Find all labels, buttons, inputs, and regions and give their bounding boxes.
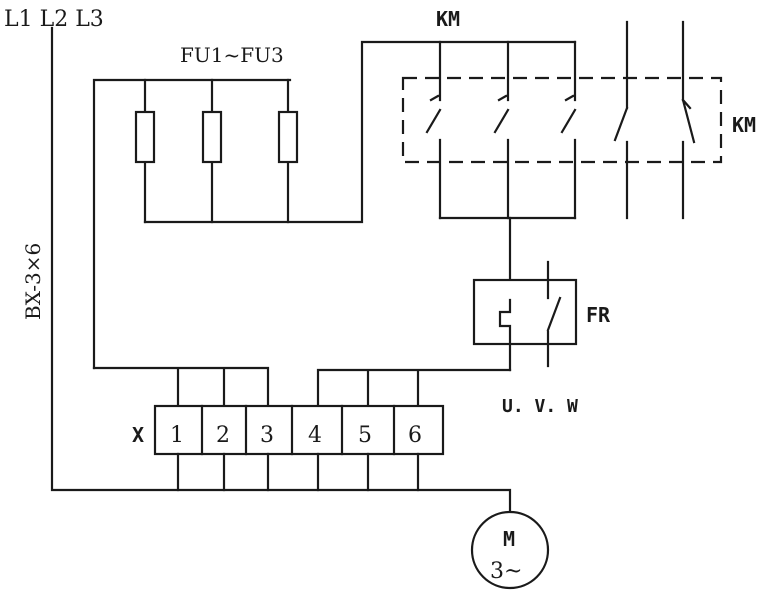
relay-label: FR — [586, 303, 611, 327]
supply-line — [50, 26, 512, 514]
supply-label: L1 L2 L3 — [4, 7, 104, 32]
terminal-block-x: 1 2 3 4 5 6 — [153, 404, 445, 456]
cable-label: BX-3×6 — [21, 243, 45, 320]
fuse-2 — [201, 110, 223, 164]
relay-box — [472, 278, 578, 346]
heater-element — [498, 298, 512, 372]
fuse-feed-bus — [92, 366, 270, 408]
relay-contact — [546, 260, 562, 368]
terminal-bottom-right-wires — [316, 452, 420, 492]
terminal-5: 5 — [358, 423, 372, 448]
terminal-3: 3 — [260, 423, 274, 448]
terminal-block-label: X — [132, 423, 144, 447]
terminal-2: 2 — [216, 423, 230, 448]
terminal-6: 6 — [408, 423, 422, 448]
fuse-1 — [134, 110, 156, 164]
motor-label-phase: 3~ — [490, 559, 522, 584]
motor-label-m: M — [503, 527, 515, 551]
terminal-bottom-left-wires — [176, 452, 270, 492]
contactor-km — [401, 20, 723, 220]
contactor-dashed-frame — [401, 76, 723, 164]
motor-symbol: M 3~ — [470, 510, 550, 590]
relay-feed-bus — [316, 368, 512, 408]
terminal-block-frame — [153, 404, 445, 456]
motor-circle — [470, 510, 550, 590]
fuse-label: FU1~FU3 — [180, 43, 284, 67]
contactor-label-side: KM — [732, 113, 756, 137]
fuse-3 — [277, 110, 299, 164]
terminal-1: 1 — [170, 423, 184, 448]
fuse-assembly — [92, 40, 577, 370]
contactor-label-top: KM — [436, 7, 460, 31]
thermal-relay-fr — [472, 260, 578, 372]
outputs-label: U. V. W — [502, 396, 578, 417]
terminal-4: 4 — [308, 423, 322, 448]
